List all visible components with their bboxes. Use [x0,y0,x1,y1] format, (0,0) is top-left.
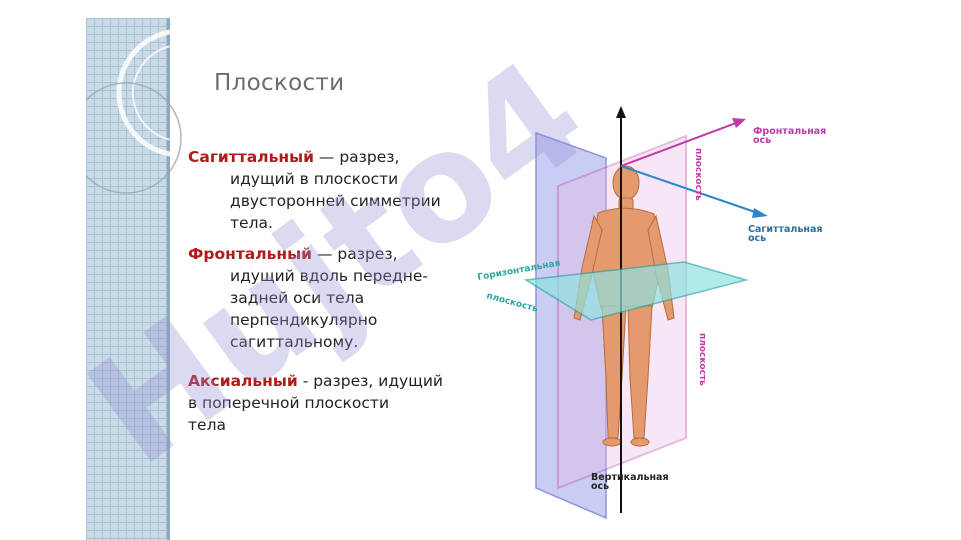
paragraph-sagittal: Сагиттальный — разрез, идущий в плоскост… [188,146,498,234]
anatomical-planes-figure: Фронтальная ось Сагиттальная ось Вертика… [477,106,826,520]
sagittal-axis-label: ось [748,233,766,244]
paragraph-frontal: Фронтальный — разрез, идущий вдоль перед… [188,243,498,353]
term-frontal: Фронтальный [188,245,313,263]
paragraph-line: тела [188,416,226,434]
slide: Плоскости Сагиттальный — разрез, идущий … [86,18,853,540]
frontal-axis [620,122,737,167]
paragraph-line: в поперечной плоскости [188,394,390,412]
paragraph-line: сагиттальному. [230,333,359,351]
decorative-circles [86,28,246,194]
horizontal-plane [523,261,749,321]
frontal-axis-label: ось [753,135,771,146]
slide-title: Плоскости [214,70,345,96]
frontal-axis-label: Фронтальная [753,126,826,137]
paragraph-line: двусторонней симметрии [230,192,441,210]
horizontal-plane-label: плоскость [485,291,539,314]
arrow-up-icon [616,106,626,118]
sagittal-axis [620,165,759,214]
paragraph-line: идущий в плоскости [230,170,399,188]
vertical-axis-label: ось [591,481,609,492]
arrow-right-icon [732,118,746,128]
frontal-plane [535,131,607,520]
paragraph-line: задней оси тела [230,289,365,307]
paragraph-frontal-sep: — разрез, [312,245,398,263]
vertical-axis-label: Вертикальная [591,472,669,483]
term-sagittal: Сагиттальный [188,148,314,166]
sagittal-axis-label: Сагиттальная [748,224,822,235]
term-axial: Аксиальный [188,372,298,390]
paragraph-line: идущий вдоль передне- [230,267,428,285]
paragraph-axial: Аксиальный - разрез, идущий в поперечной… [188,370,498,436]
grid-pattern-strip [86,18,170,540]
paragraph-axial-sep: - разрез, идущий [297,372,443,390]
paragraph-line: перпендикулярно [230,311,378,329]
arrow-right-icon [752,208,768,218]
vertical-plane-label: плоскость [697,333,707,386]
paragraph-sagittal-sep: — разрез, [313,148,400,166]
paragraph-line: тела. [230,214,273,232]
vertical-plane-label: плоскость [693,148,703,201]
